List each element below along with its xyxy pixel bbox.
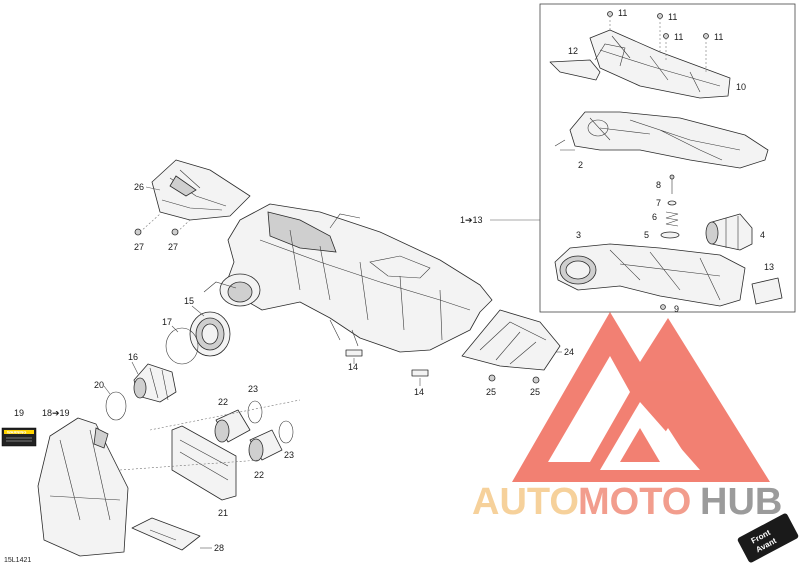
nut-25b — [532, 376, 540, 384]
callout-1-to-13: 1➔13 — [460, 215, 483, 225]
watermark-word-moto: MOTO — [578, 481, 691, 523]
main-airbox-assembly — [203, 203, 493, 353]
spring-and-washer — [660, 174, 680, 310]
callout-22a: 22 — [218, 397, 228, 407]
callout-25b: 25 — [530, 387, 540, 397]
callout-12: 12 — [568, 46, 578, 56]
airbox-lower-housing — [554, 243, 746, 307]
bracket-24 — [461, 309, 562, 371]
air-filter-element — [705, 213, 753, 251]
plate-28 — [131, 517, 212, 551]
callout-10: 10 — [736, 82, 746, 92]
callout-7: 7 — [656, 198, 661, 208]
watermark-logo: AUTO MOTO HUB — [472, 312, 782, 523]
callout-11c: 11 — [674, 32, 683, 42]
callout-20: 20 — [94, 380, 104, 390]
callouts: 11 11 11 11 12 10 2 8 7 6 5 4 3 13 9 1➔1… — [14, 8, 774, 553]
airbox-upper-housing — [554, 111, 769, 169]
airbox-top-cover — [589, 29, 731, 99]
callout-3: 3 — [576, 230, 581, 240]
clamp-20 — [103, 385, 127, 421]
logo-inner-mark-icon — [620, 428, 660, 462]
callout-11a: 11 — [618, 8, 627, 18]
callout-6: 6 — [652, 212, 657, 222]
brackets-14 — [345, 349, 429, 386]
callout-13: 13 — [764, 262, 774, 272]
watermark-word-hub: HUB — [700, 481, 782, 523]
callout-19: 19 — [14, 408, 24, 418]
clamp-17 — [165, 325, 199, 365]
logo-inner-g-icon — [600, 402, 700, 470]
callout-5: 5 — [644, 230, 649, 240]
warning-label-text: WARNING — [7, 430, 26, 435]
nut-25a — [488, 374, 496, 382]
callout-23b: 23 — [284, 450, 294, 460]
callout-21: 21 — [218, 508, 228, 518]
intake-tube-16 — [131, 361, 177, 403]
intake-boot-15 — [189, 305, 231, 357]
callout-16: 16 — [128, 352, 138, 362]
diagram-code: 15L1421 — [4, 557, 31, 564]
callout-4: 4 — [760, 230, 765, 240]
warning-label: WARNING — [1, 427, 37, 447]
watermark-word-auto: AUTO — [472, 481, 579, 523]
nut-27b — [171, 228, 179, 236]
callout-11b: 11 — [668, 12, 677, 22]
logo-triangle-icon — [512, 312, 770, 482]
air-filter-box-19 — [37, 417, 129, 557]
callout-15: 15 — [184, 296, 194, 306]
callout-14b: 14 — [414, 387, 424, 397]
nut-27a — [134, 228, 142, 236]
access-cover — [751, 277, 783, 305]
callout-23a: 23 — [248, 384, 258, 394]
callout-8: 8 — [656, 180, 661, 190]
couplers-22-23 — [214, 400, 294, 462]
callout-26: 26 — [134, 182, 144, 192]
callout-27a: 27 — [134, 242, 144, 252]
seal-strip — [549, 59, 601, 81]
callout-14a: 14 — [348, 362, 358, 372]
callout-24: 24 — [564, 347, 574, 357]
callout-2: 2 — [578, 160, 583, 170]
callout-25a: 25 — [486, 387, 496, 397]
callout-28: 28 — [214, 543, 224, 553]
front-direction-badge: Front Avant — [737, 513, 799, 563]
callout-27b: 27 — [168, 242, 178, 252]
callout-18-to-19: 18➔19 — [42, 408, 70, 418]
adapter-plate-21 — [119, 399, 301, 501]
callout-17: 17 — [162, 317, 172, 327]
screws-11 — [607, 11, 709, 74]
bracket-26 — [145, 159, 251, 221]
callout-11d: 11 — [714, 32, 723, 42]
callout-22b: 22 — [254, 470, 264, 480]
detail-inset-frame — [539, 3, 796, 313]
callout-9: 9 — [674, 304, 679, 314]
